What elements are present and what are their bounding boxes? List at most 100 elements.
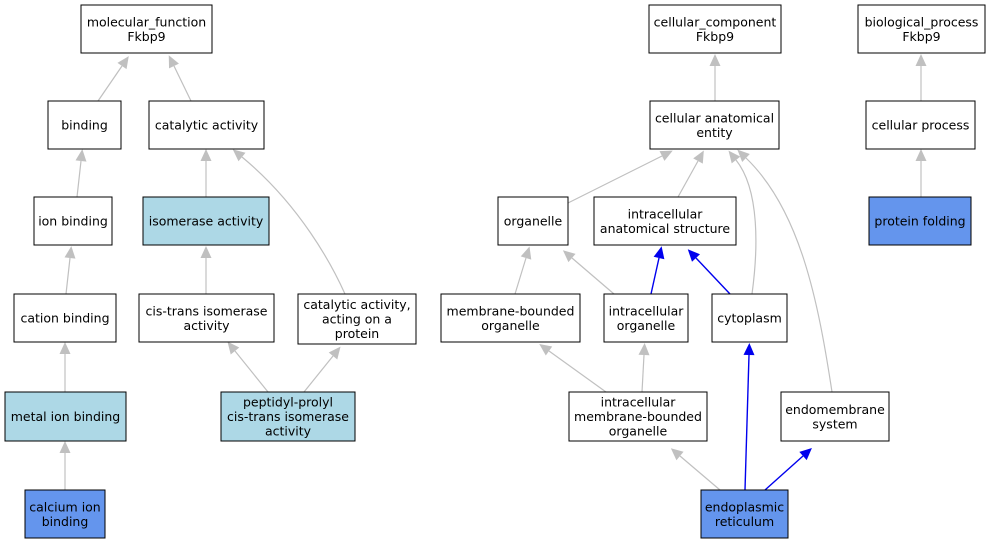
node-label-line: cellular_component [654, 14, 777, 29]
node-box [497, 196, 569, 246]
arrowhead-icon [328, 346, 341, 360]
node-box [603, 293, 689, 343]
edge-intracellular-membrane-bounded-to-intracellular-organelle [638, 343, 650, 393]
edge-line [641, 354, 645, 393]
edge-line [567, 155, 663, 204]
node-label-line: cis-trans isomerase [146, 303, 268, 318]
node-box [780, 391, 890, 442]
node-box [711, 293, 788, 343]
node-protein-folding[interactable]: protein folding [868, 196, 972, 246]
node-box [857, 4, 986, 54]
edge-line [677, 160, 699, 198]
arrowhead-icon [737, 149, 750, 162]
node-box [440, 293, 581, 343]
node-organelle[interactable]: organelle [497, 196, 569, 246]
edge-line [744, 354, 750, 491]
node-label-line: organelle [481, 318, 540, 333]
edge-peptidyl-prolyl-to-catalytic-acting-protein [303, 346, 341, 393]
node-box [138, 293, 275, 343]
node-isomerase-activity[interactable]: isomerase activity [142, 196, 270, 246]
node-label-line: entity [696, 125, 733, 140]
arrowhead-icon [168, 55, 179, 69]
node-label-line: protein [335, 326, 379, 341]
arrowhead-icon [539, 343, 553, 356]
edge-line [97, 65, 123, 102]
edge-line [548, 350, 607, 393]
edge-cytoplasm-to-intracellular-anatomical [687, 249, 731, 295]
edge-peptidyl-prolyl-to-cis-trans-isomerase [227, 341, 269, 393]
edge-line [173, 65, 192, 102]
node-label-line: cellular anatomical [655, 110, 774, 125]
node-metal-ion-binding[interactable]: metal ion binding [4, 391, 127, 442]
edge-endoplasmic-reticulum-to-intracellular-membrane-bounded [670, 448, 721, 491]
node-label-line: membrane-bounded [574, 409, 702, 424]
edge-endoplasmic-reticulum-to-endomembrane-system [764, 447, 812, 491]
node-label-line: intracellular [609, 303, 685, 318]
arrowhead-icon [64, 246, 76, 259]
node-label-line: metal ion binding [11, 409, 121, 424]
arrowhead-icon [59, 441, 71, 453]
node-label-line: intracellular [628, 206, 704, 221]
arrowhead-icon [709, 54, 721, 66]
node-box [24, 489, 106, 539]
edge-line [735, 159, 757, 295]
node-cytoplasm[interactable]: cytoplasm [711, 293, 788, 343]
node-cellular-process[interactable]: cellular process [865, 100, 976, 150]
node-label-line: cellular process [872, 118, 970, 133]
node-catalytic-activity[interactable]: catalytic activity [148, 100, 265, 150]
node-box [868, 196, 972, 246]
node-box [700, 489, 789, 539]
node-box [593, 196, 737, 246]
node-label-line: catalytic activity, [303, 297, 410, 312]
edge-calcium-ion-binding-to-metal-ion-binding [59, 441, 71, 490]
node-ion-binding[interactable]: ion binding [33, 196, 113, 246]
node-box [13, 293, 117, 343]
edge-line [695, 257, 731, 295]
node-label-line: Fkbp9 [696, 29, 734, 44]
node-box [33, 196, 113, 246]
arrowhead-icon [915, 149, 927, 161]
edge-line [571, 257, 615, 295]
edge-line [65, 257, 71, 295]
node-label-line: binding [42, 514, 89, 529]
node-box [142, 196, 270, 246]
node-box [80, 4, 213, 54]
arrowhead-icon [743, 343, 755, 356]
node-label-line: intracellular [601, 395, 677, 410]
arrowhead-icon [728, 150, 741, 164]
arrowhead-icon [117, 56, 129, 70]
edge-line [679, 455, 721, 491]
node-binding[interactable]: binding [47, 100, 122, 150]
edge-binding-to-molecular-function [97, 56, 129, 102]
edge-intracellular-organelle-to-organelle [562, 250, 615, 295]
edge-membrane-bounded-to-organelle [514, 246, 532, 295]
arrowhead-icon [200, 149, 212, 161]
node-label-line: acting on a [322, 312, 392, 327]
node-label-line: catalytic activity [155, 118, 259, 133]
node-label-line: endomembrane [785, 402, 885, 417]
edge-line [745, 157, 833, 393]
arrowhead-icon [562, 250, 576, 263]
node-label-line: peptidyl-prolyl [243, 395, 333, 410]
edge-isomerase-activity-to-catalytic-activity [200, 149, 212, 197]
arrowhead-icon [799, 447, 812, 461]
edge-line [764, 455, 804, 491]
node-label-line: activity [265, 424, 312, 439]
node-cation-binding[interactable]: cation binding [13, 293, 117, 343]
